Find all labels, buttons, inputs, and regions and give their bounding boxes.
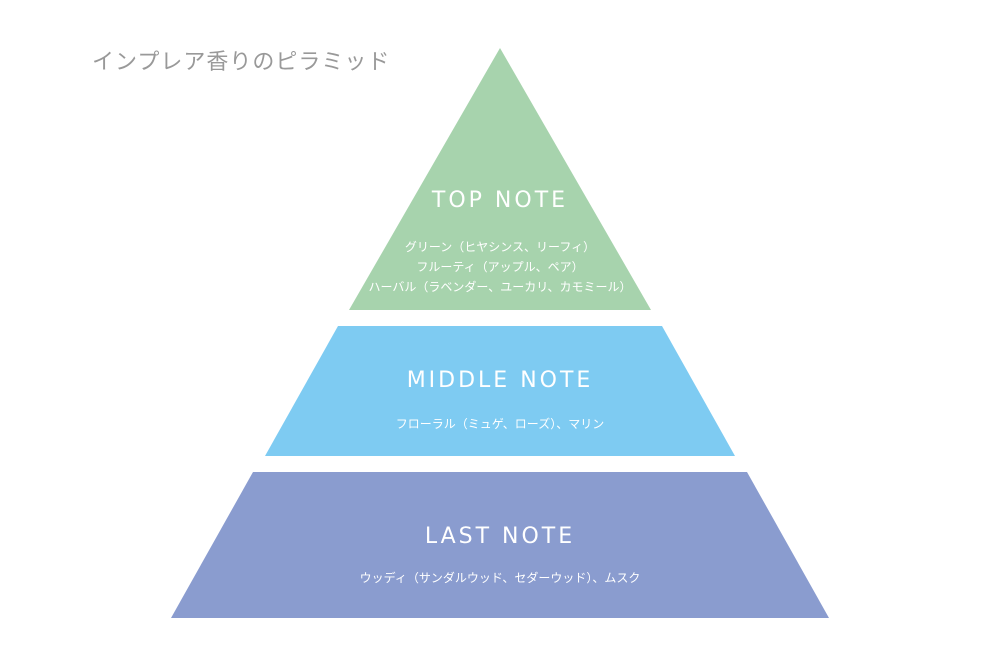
middle-note-tier (265, 326, 735, 456)
page-title: インプレア香りのピラミッド (92, 50, 391, 75)
top-note-item: グリーン（ヒヤシンス、リーフィ） (404, 240, 596, 254)
middle-note-item: フローラル（ミュゲ、ローズ）、マリン (395, 417, 605, 431)
middle-note-label: MIDDLE NOTE (406, 368, 594, 393)
top-note-label: TOP NOTE (431, 188, 569, 213)
last-note-label: LAST NOTE (424, 524, 576, 549)
top-note-item: ハーバル（ラベンダー、ユーカリ、カモミール） (368, 280, 632, 294)
top-note-tier (349, 48, 651, 310)
top-note-list: グリーン（ヒヤシンス、リーフィ） フルーティ（アップル、ペア） ハーバル（ラベン… (200, 237, 800, 297)
last-note-tier (171, 472, 829, 618)
top-note-item: フルーティ（アップル、ペア） (416, 260, 584, 274)
last-note-list: ウッディ（サンダルウッド、セダーウッド）、ムスク (200, 568, 800, 588)
last-note-item: ウッディ（サンダルウッド、セダーウッド）、ムスク (359, 571, 641, 585)
middle-note-list: フローラル（ミュゲ、ローズ）、マリン (200, 414, 800, 434)
